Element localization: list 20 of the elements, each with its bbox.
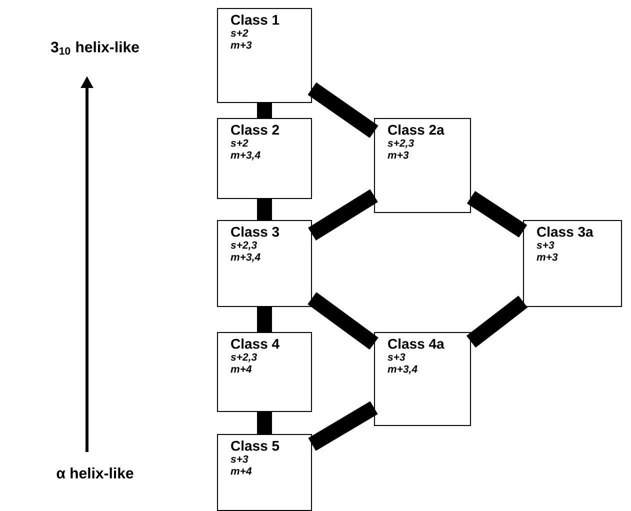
axis-label: 3$_{10}$ helix-like (50, 41, 139, 55)
class-box: Class 2 s+2 m+3,4 (217, 118, 312, 199)
class-box: Class 5 s+3 m+4 (217, 434, 312, 511)
connector-bar (308, 292, 378, 350)
connector-bar (466, 296, 528, 348)
connector-bar (257, 199, 272, 220)
class-box: Class 4 s+2,3 m+4 (217, 332, 312, 412)
connector-bar (257, 412, 272, 434)
class-box: Class 1 s+2 m+3 (217, 8, 312, 103)
connector-bar (257, 307, 272, 332)
connector-bar (308, 189, 378, 240)
connector-bar (308, 82, 378, 138)
axis-label: α helix-like (56, 468, 134, 478)
connector-bar (308, 401, 378, 451)
class-box: Class 4a s+3 m+3,4 (374, 332, 471, 426)
class-box: Class 2a s+2,3 m+3 (374, 118, 471, 213)
connector-bar (257, 103, 272, 118)
connector-bar (466, 190, 528, 238)
class-box: Class 3a s+3 m+3 (523, 220, 622, 307)
class-box: Class 3 s+2,3 m+3,4 (217, 220, 312, 307)
